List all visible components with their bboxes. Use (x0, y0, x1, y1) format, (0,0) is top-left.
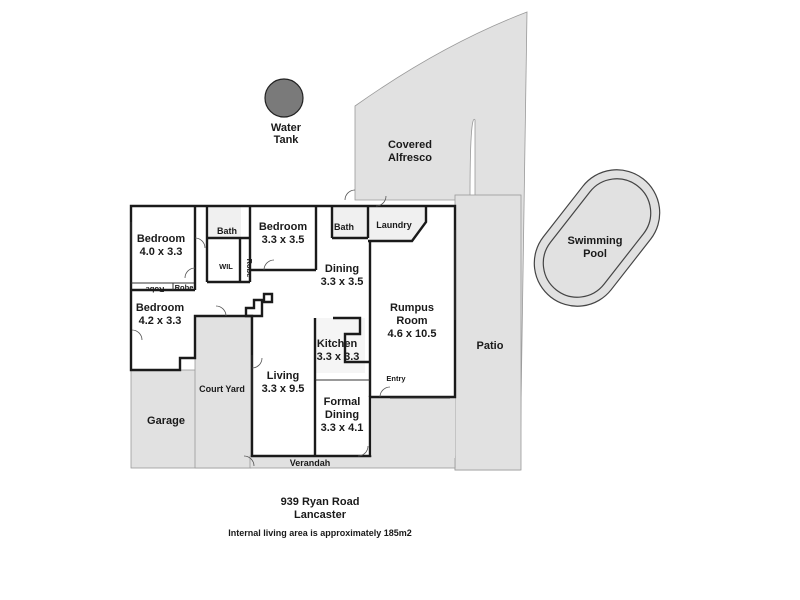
dining-size: 3.3 x 3.5 (321, 276, 364, 288)
court-yard-area (194, 315, 252, 469)
robe-left-label: Robe (146, 285, 165, 294)
bedroom-left-bottom-name: Bedroom (136, 302, 185, 314)
formal-dining-size: 3.3 x 4.1 (321, 422, 364, 434)
covered-alfresco-label-line2: Alfresco (388, 152, 432, 164)
garage-label: Garage (147, 415, 185, 427)
swimming-pool-label-line1: Swimming (567, 235, 622, 247)
covered-alfresco-label-line1: Covered (388, 139, 432, 151)
bedroom-left-top-size: 4.0 x 3.3 (140, 246, 183, 258)
bedroom-center-size: 3.3 x 3.5 (262, 234, 305, 246)
front-outdoor-area (372, 398, 455, 458)
patio-label: Patio (477, 340, 504, 352)
entry-label: Entry (386, 374, 406, 383)
rumpus-size: 4.6 x 10.5 (388, 328, 437, 340)
bedroom-left-top-name: Bedroom (137, 233, 186, 245)
robe-vertical-label: Robe (245, 259, 254, 278)
kitchen-size: 3.3 x 3.3 (317, 351, 360, 363)
rumpus-name-line1: Rumpus (390, 302, 434, 314)
rumpus-name-line2: Room (396, 315, 427, 327)
court-yard-label: Court Yard (199, 384, 245, 394)
bedroom-left-bottom-size: 4.2 x 3.3 (139, 315, 182, 327)
formal-dining-name-line1: Formal (324, 396, 361, 408)
window-marks (130, 222, 456, 399)
living-name: Living (267, 370, 299, 382)
water-tank (264, 78, 304, 118)
dining-name: Dining (325, 263, 359, 275)
verandah-label: Verandah (290, 458, 331, 468)
kitchen-name: Kitchen (317, 338, 358, 350)
outdoor-areas (130, 11, 661, 471)
wil-label: WIL (219, 262, 233, 271)
swimming-pool (533, 169, 661, 307)
address-line-2: Lancaster (294, 509, 346, 521)
living-size: 3.3 x 9.5 (262, 383, 305, 395)
area-note: Internal living area is approximately 18… (228, 528, 412, 538)
swimming-pool-label-line2: Pool (583, 248, 607, 260)
wet-areas (209, 207, 425, 373)
laundry-label: Laundry (376, 220, 412, 230)
robe-right-label: Robe (175, 283, 194, 292)
water-tank-label-line2: Tank (274, 134, 300, 146)
formal-dining-name-line2: Dining (325, 409, 359, 421)
bath-left-label: Bath (217, 226, 237, 236)
patio-area (454, 194, 522, 471)
door-swings (131, 189, 391, 467)
bath-right-label: Bath (334, 222, 354, 232)
water-tank-label-line1: Water (271, 122, 302, 134)
bedroom-center-name: Bedroom (259, 221, 308, 233)
walls (129, 204, 457, 458)
address-line-1: 939 Ryan Road (280, 496, 360, 508)
